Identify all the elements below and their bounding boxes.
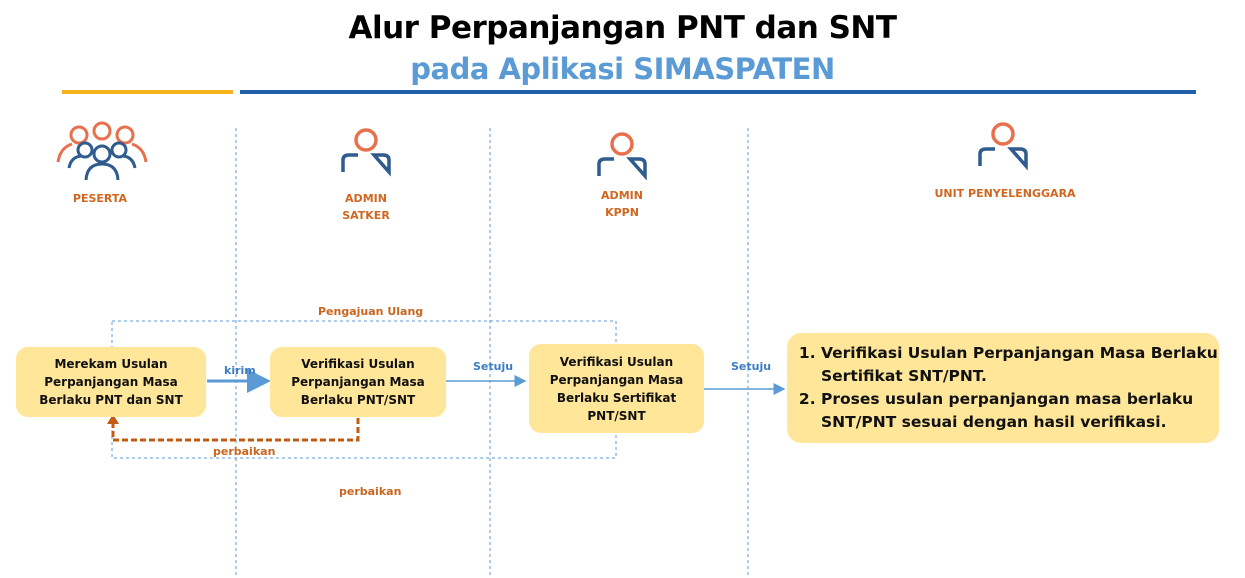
box-line: Perpanjangan Masa (291, 375, 425, 389)
box-line: Verifikasi Usulan (559, 354, 674, 369)
arrow-perbaikan (111, 418, 360, 442)
box-line: Verifikasi Usulan (301, 357, 415, 371)
box-line: Berlaku PNT/SNT (300, 393, 416, 407)
edge-label-kirim: kirim (224, 364, 256, 377)
edge-label-setuju: Setuju (473, 360, 514, 373)
box-line: Berlaku Sertifikat (556, 390, 677, 405)
final-step-item: Proses usulan perpanjangan masa berlaku … (821, 388, 1219, 434)
lane-label-unit-penyelenggara: UNIT PENYELENGGARA (934, 187, 1076, 200)
box-line: Merekam Usulan (54, 357, 168, 371)
box-line: Berlaku PNT dan SNT (39, 393, 183, 407)
step-unit-penyelenggara: Verifikasi Usulan Perpanjangan Masa Berl… (787, 333, 1219, 443)
edge-label-perbaikan: perbaikan (339, 485, 402, 498)
box-line: Perpanjangan Masa (44, 375, 178, 389)
lane-label-line: SATKER (342, 209, 390, 222)
lane-label-line: ADMIN (345, 192, 387, 205)
lane-label-admin-satker: ADMIN SATKER (316, 190, 416, 224)
arrow-perbaikan-head (107, 414, 119, 424)
page-subtitle: pada Aplikasi SIMASPATEN (410, 52, 835, 86)
box-line: Perpanjangan Masa (549, 372, 684, 387)
edge-label-setuju: Setuju (731, 360, 772, 373)
edge-label-perbaikan: perbaikan (213, 445, 276, 458)
lane-label-admin-kppn: ADMIN KPPN (572, 187, 672, 221)
user-icon (597, 132, 647, 181)
user-icon (978, 122, 1028, 171)
user-icon (341, 128, 391, 177)
group-icon (56, 121, 148, 181)
lane-label-line: KPPN (605, 206, 639, 219)
lane-label-peserta: PESERTA (72, 192, 128, 205)
edge-label-pengajuan-ulang: Pengajuan Ulang (318, 305, 424, 318)
lane-label-line: ADMIN (601, 189, 643, 202)
final-step-item: Verifikasi Usulan Perpanjangan Masa Berl… (821, 342, 1219, 388)
box-line: PNT/SNT (587, 408, 646, 423)
page-title: Alur Perpanjangan PNT dan SNT (348, 10, 897, 46)
